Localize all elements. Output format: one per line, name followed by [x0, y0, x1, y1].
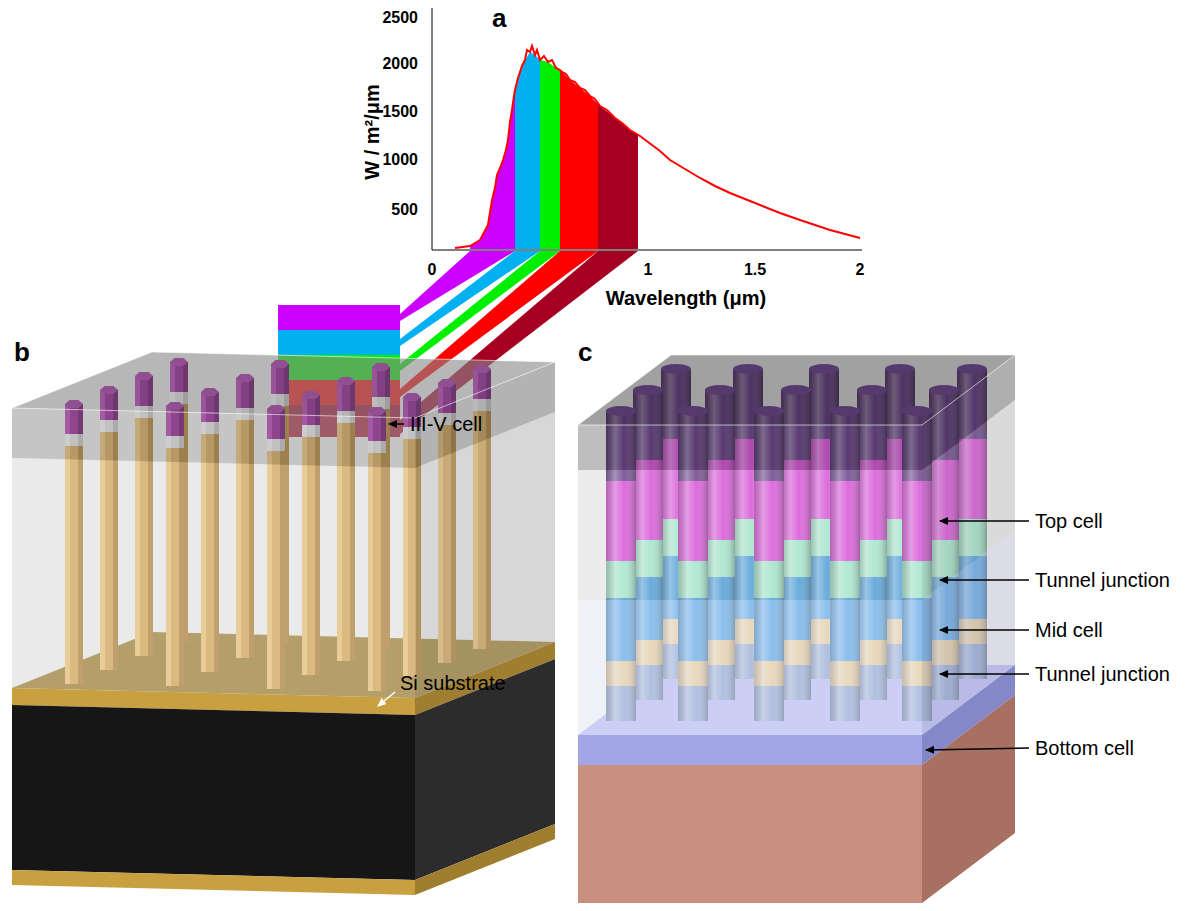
part-label: Si substrate: [400, 672, 506, 694]
nanowire-array-b: [12, 352, 555, 895]
band-darkred: [598, 104, 638, 249]
tick-label: 500: [391, 201, 418, 219]
part-label: Tunnel junction: [1035, 663, 1170, 685]
panel-letter: a: [492, 4, 506, 33]
nanowire-array-c: [578, 355, 1029, 903]
bottom-cell-base: [922, 695, 1015, 903]
band-blue: [515, 52, 540, 249]
tick-label: 1: [644, 261, 653, 279]
part-label: Tunnel junction: [1035, 569, 1170, 591]
axis-title: Wavelength (μm): [606, 287, 766, 309]
y-axis: [432, 8, 433, 250]
gold-layer: [12, 870, 415, 895]
part-label: III-V cell: [410, 413, 482, 435]
leader-line: [940, 673, 1029, 675]
glass-top: [12, 352, 555, 418]
leader-line: [940, 629, 1029, 631]
band-violet: [470, 90, 515, 249]
bottom-cell-layer: [578, 735, 922, 765]
tick-label: 0: [428, 261, 437, 279]
panel-letter: b: [14, 338, 30, 367]
tick-label: 1000: [382, 151, 418, 169]
gold-layer: [415, 824, 555, 895]
glass-top: [578, 355, 1015, 425]
glass-front: [578, 470, 922, 600]
leader-line: [926, 748, 1029, 750]
part-label: Bottom cell: [1035, 737, 1134, 759]
leader-line: [378, 692, 395, 706]
stack-layer: [278, 305, 400, 330]
leader-line: [940, 520, 1029, 522]
glass-slab: [578, 425, 922, 470]
tick-label: 2: [856, 261, 865, 279]
glass-front-lower: [578, 600, 922, 735]
glass-side-lower: [922, 530, 1015, 735]
glass-side: [415, 412, 555, 698]
part-label: Top cell: [1035, 510, 1103, 532]
tick-label: 2000: [382, 55, 418, 73]
si-substrate: [12, 705, 415, 880]
panel-letter: c: [578, 338, 592, 367]
x-axis: [432, 250, 862, 251]
glass-back: [12, 352, 555, 698]
glass-back: [578, 355, 1015, 735]
leader-line: [940, 579, 1029, 581]
tick-label: 1500: [382, 103, 418, 121]
stack-layer: [278, 330, 400, 355]
leader-line: [389, 423, 404, 425]
band-green: [540, 60, 560, 249]
part-label: Mid cell: [1035, 619, 1103, 641]
glass-front: [12, 458, 415, 698]
tick-label: 1.5: [744, 261, 766, 279]
spectrum-curve: [455, 46, 860, 248]
bottom-cell-base: [578, 765, 922, 903]
axis-title: W / m²/μm: [361, 84, 383, 180]
tick-label: 2500: [382, 9, 418, 27]
